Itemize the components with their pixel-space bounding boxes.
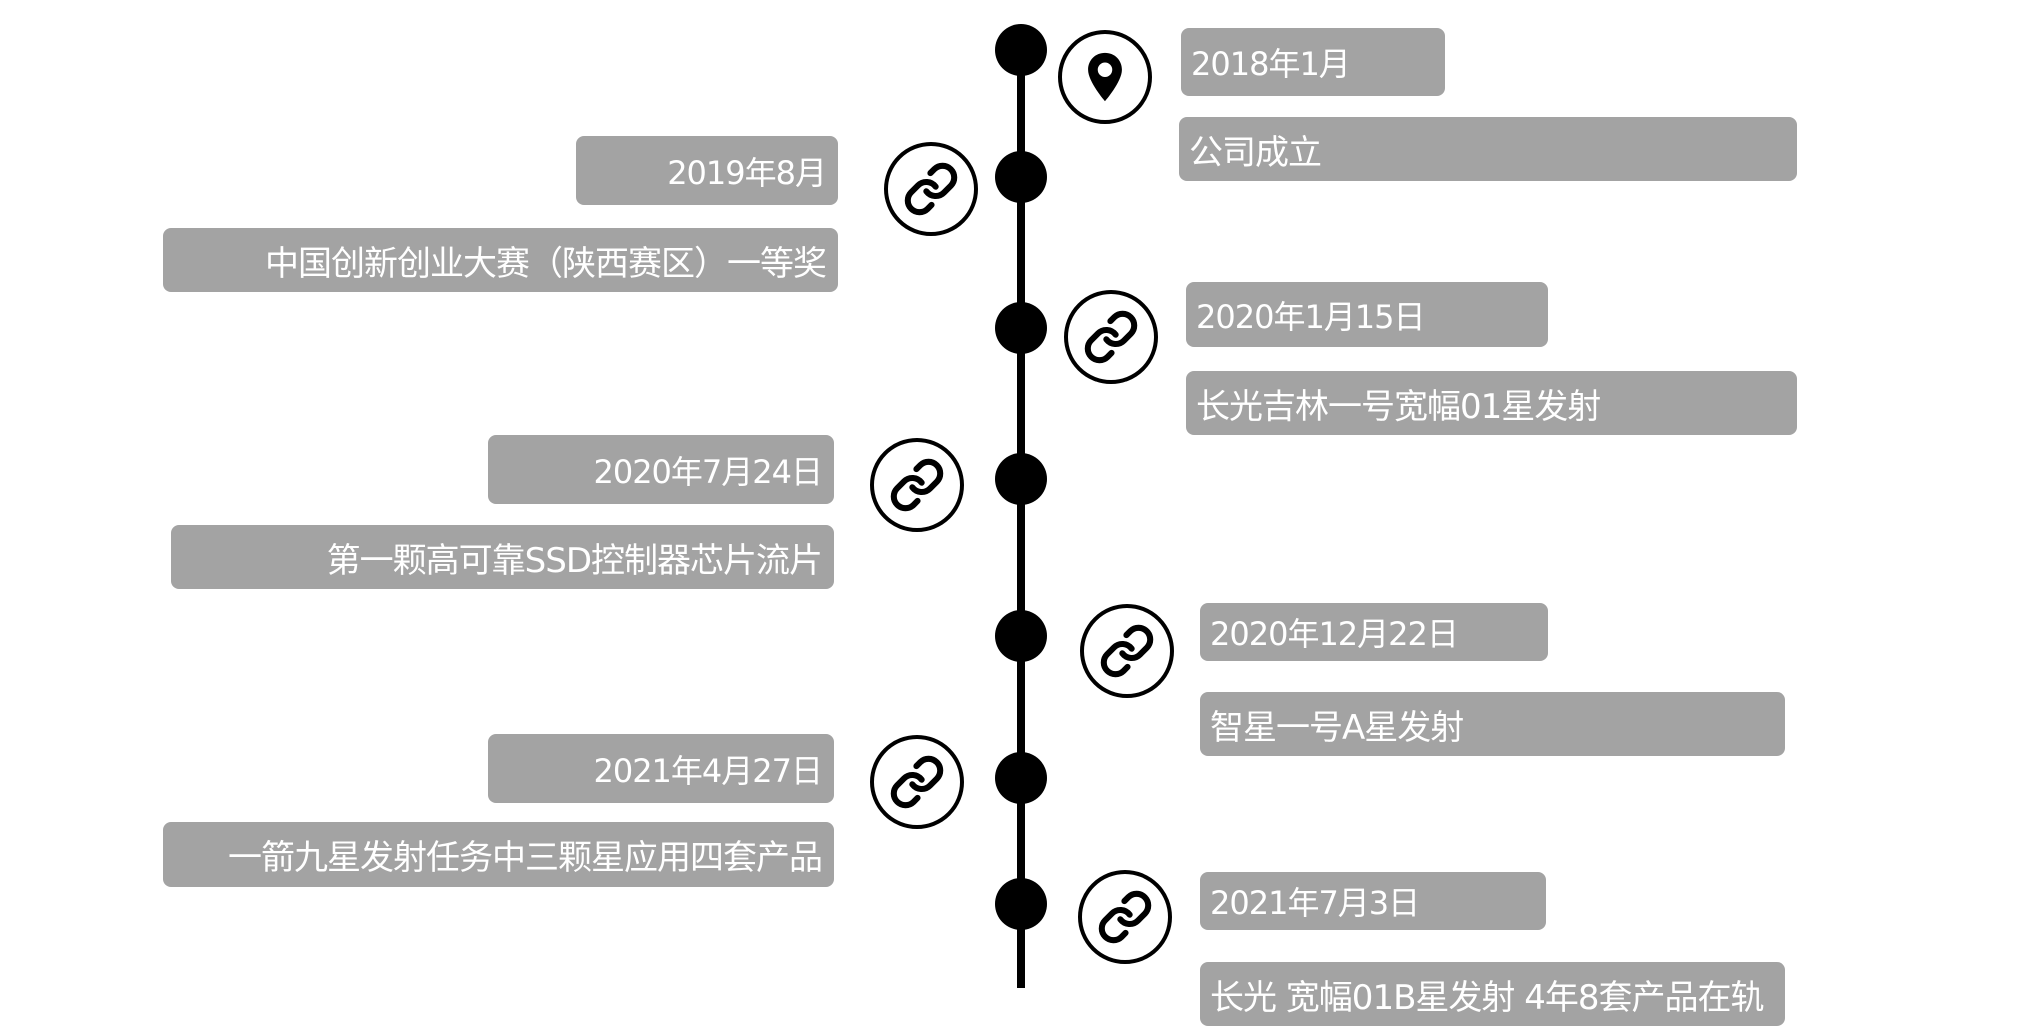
event-title: 一箭九星发射任务中三颗星应用四套产品 <box>163 822 834 887</box>
event-title: 公司成立 <box>1179 117 1797 181</box>
link-icon <box>884 142 978 236</box>
event-title: 智星一号A星发射 <box>1200 692 1785 756</box>
timeline-node <box>995 752 1047 804</box>
event-date: 2018年1月 <box>1181 28 1445 96</box>
timeline-node <box>995 453 1047 505</box>
event-title: 长光吉林一号宽幅01星发射 <box>1186 371 1797 435</box>
event-date: 2021年7月3日 <box>1200 872 1546 930</box>
event-date: 2020年12月22日 <box>1200 603 1548 661</box>
event-date: 2021年4月27日 <box>488 734 834 803</box>
timeline-node <box>995 151 1047 203</box>
link-icon <box>870 438 964 532</box>
event-date: 2020年1月15日 <box>1186 282 1548 347</box>
timeline-node <box>995 610 1047 662</box>
location-pin-icon <box>1058 30 1152 124</box>
link-icon <box>1080 604 1174 698</box>
link-icon <box>1078 870 1172 964</box>
link-icon <box>870 735 964 829</box>
timeline-node <box>995 878 1047 930</box>
event-title: 第一颗高可靠SSD控制器芯片流片 <box>171 525 834 589</box>
event-title: 中国创新创业大赛（陕西赛区）一等奖 <box>163 228 838 292</box>
timeline-node <box>995 24 1047 76</box>
event-date: 2019年8月 <box>576 136 838 205</box>
event-title: 长光 宽幅01B星发射 4年8套产品在轨 <box>1200 962 1785 1026</box>
timeline-axis <box>1017 50 1025 988</box>
event-date: 2020年7月24日 <box>488 435 834 504</box>
timeline-node <box>995 302 1047 354</box>
link-icon <box>1064 290 1158 384</box>
